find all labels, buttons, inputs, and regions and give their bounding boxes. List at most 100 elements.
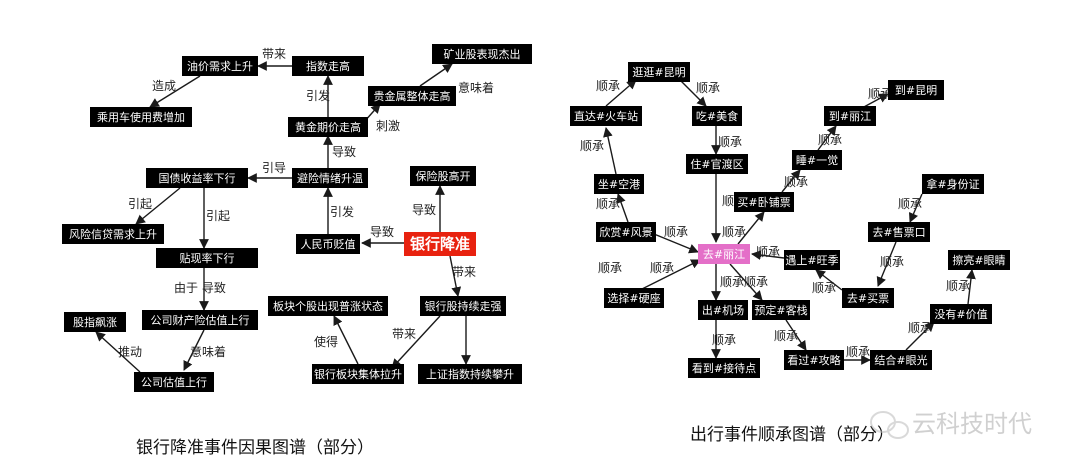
edge-inn-guide (785, 319, 807, 351)
node-book-inn: 预定#客栈 (752, 300, 810, 320)
node-no-value: 没有#价值 (930, 304, 992, 324)
node-see-guide: 看过#攻略 (784, 350, 844, 370)
node-sector-rise: 板块个股出现普涨状态 (268, 296, 388, 316)
svg-text:矿业股表现杰出: 矿业股表现杰出 (444, 47, 521, 61)
label-hardseat-go: 顺承 (650, 261, 674, 275)
label-airport-train: 顺承 (580, 139, 604, 153)
label-oil-car: 造成 (152, 79, 176, 93)
label-asset-valuation: 意味着 (190, 344, 226, 359)
label-scenery-airport: 顺承 (596, 197, 620, 211)
label-id-ticket: 顺承 (898, 197, 922, 211)
svg-text:吃#美食: 吃#美食 (696, 109, 738, 123)
svg-text:到#昆明: 到#昆明 (895, 84, 937, 97)
svg-text:风险信贷需求上升: 风险信贷需求上升 (69, 227, 157, 241)
svg-text:油价需求上升: 油价需求上升 (187, 59, 253, 73)
svg-text:贴现率下行: 贴现率下行 (180, 251, 235, 265)
node-car-cost: 乘用车使用费增加 (90, 107, 192, 127)
label-rmb-risk: 引发 (330, 204, 354, 219)
node-sleep: 睡#一觉 (792, 150, 842, 170)
node-exit-airport: 出#机场 (698, 300, 748, 320)
svg-text:指数走高: 指数走高 (306, 59, 350, 73)
node-oil-demand: 油价需求上升 (182, 56, 258, 76)
edge-ticket-buy (876, 241, 897, 287)
edge-sleep-lijiang (817, 125, 837, 151)
node-gold-futures: 黄金期价走高 (288, 117, 368, 137)
svg-text:结合#眼光: 结合#眼光 (874, 353, 927, 367)
label-train-stroll: 顺承 (596, 79, 620, 93)
svg-text:预定#客栈: 预定#客栈 (754, 303, 807, 317)
node-direct-train: 直达#火车站 (570, 106, 642, 126)
edge-valuation-index (95, 331, 141, 373)
svg-text:欣赏#风景: 欣赏#风景 (599, 225, 652, 239)
node-buy-sleeper: 买#卧铺票 (734, 192, 794, 212)
node-enjoy-scenery: 欣赏#风景 (596, 222, 656, 242)
svg-text:银行降准: 银行降准 (410, 235, 470, 253)
label-guide-vision: 顺承 (846, 345, 870, 359)
edge-hardseat-go (639, 259, 701, 291)
edge-lijiang-kunming (861, 93, 889, 109)
label-cut-bank: 带来 (452, 265, 476, 279)
label-vision-value: 顺承 (908, 321, 932, 335)
label-ticket-buy: 顺承 (880, 255, 904, 269)
node-go-ticket: 去#售票口 (868, 222, 930, 242)
edge-go-inn (729, 263, 763, 301)
node-risk-aversion: 避险情绪升温 (292, 168, 368, 188)
label-cut-rmb: 导致 (370, 225, 394, 239)
label-gold-metals: 刺激 (376, 119, 400, 133)
label-valuation-index: 推动 (118, 345, 142, 359)
node-sse-index: 上证指数持续攀升 (418, 364, 522, 384)
left-caption: 银行降准事件因果图谱（部分） (136, 438, 374, 458)
edge-id-ticket (908, 193, 923, 223)
label-gold-index: 引发 (306, 88, 330, 103)
svg-text:贵金属整体走高: 贵金属整体走高 (374, 89, 451, 103)
edge-oil-car (149, 75, 201, 108)
node-bank-sector: 银行板块集体拉升 (312, 364, 404, 384)
edge-scenery-go (653, 233, 699, 254)
watermark: 云科技时代 (870, 410, 1032, 439)
edge-meet-go (751, 250, 785, 260)
svg-text:保险股高开: 保险股高开 (416, 169, 471, 183)
svg-text:没有#价值: 没有#价值 (934, 307, 987, 321)
right-sequence-graph: 顺承 顺承 顺承 顺承 顺承 顺承 顺承 顺承 顺承 顺承 顺承 顺承 顺承 顺… (570, 62, 1010, 445)
label-inn-guide: 顺承 (774, 329, 798, 343)
svg-text:公司财产险估值上行: 公司财产险估值上行 (151, 313, 250, 327)
edge-stroll-eat (679, 79, 707, 107)
svg-text:看过#攻略: 看过#攻略 (787, 353, 840, 367)
node-stock-index: 股指飙涨 (64, 312, 126, 332)
edge-go-sleeper (737, 211, 765, 245)
label-go-sleeper: 顺承 (722, 225, 746, 239)
node-bond-yield: 国债收益率下行 (146, 168, 248, 188)
svg-text:看到#接待点: 看到#接待点 (692, 361, 756, 375)
svg-text:避险情绪升温: 避险情绪升温 (297, 171, 363, 185)
label-scenery-go: 顺承 (664, 225, 688, 239)
label-sector-rise: 使得 (314, 334, 338, 349)
node-precious-metals: 贵金属整体走高 (368, 86, 456, 106)
svg-text:逛逛#昆明: 逛逛#昆明 (632, 66, 685, 79)
edge-bank-sector (391, 315, 441, 369)
edge-asset-valuation (183, 329, 205, 371)
node-bank-stocks: 银行股持续走强 (420, 296, 506, 316)
svg-text:银行股持续走强: 银行股持续走强 (425, 299, 502, 313)
label-bond-credit: 引起 (128, 197, 152, 211)
svg-text:乘用车使用费增加: 乘用车使用费增加 (97, 110, 185, 124)
edge-airport-train (603, 127, 617, 175)
svg-text:拿#身份证: 拿#身份证 (926, 177, 979, 191)
svg-text:住#官渡区: 住#官渡区 (690, 157, 743, 171)
node-combine-vision: 结合#眼光 (870, 350, 932, 370)
label-buy-meet: 顺承 (812, 281, 836, 295)
svg-text:买#卧铺票: 买#卧铺票 (737, 196, 790, 209)
svg-text:公司估值上行: 公司估值上行 (141, 376, 207, 389)
svg-text:去#买票: 去#买票 (847, 292, 889, 305)
edge-value-wipe (966, 269, 976, 305)
left-edges (95, 61, 471, 373)
svg-text:睡#一觉: 睡#一觉 (796, 154, 838, 167)
left-causal-graph: 带来 造成 引发 刺激 意味着 导致 引导 引起 引起 引发 导致 导致 带来 … (62, 44, 532, 458)
node-hard-seat: 选择#硬座 (604, 288, 664, 308)
right-edges (603, 79, 976, 365)
node-insurance-up: 保险股高开 (410, 166, 476, 186)
node-mining-stocks: 矿业股表现杰出 (432, 44, 532, 64)
label-hardseat-go-2: 顺承 (598, 261, 622, 275)
right-edge-labels: 顺承 顺承 顺承 顺承 顺承 顺承 顺承 顺承 顺承 顺承 顺承 顺承 顺承 顺… (580, 79, 970, 359)
label-risk-gold: 导致 (332, 145, 356, 159)
